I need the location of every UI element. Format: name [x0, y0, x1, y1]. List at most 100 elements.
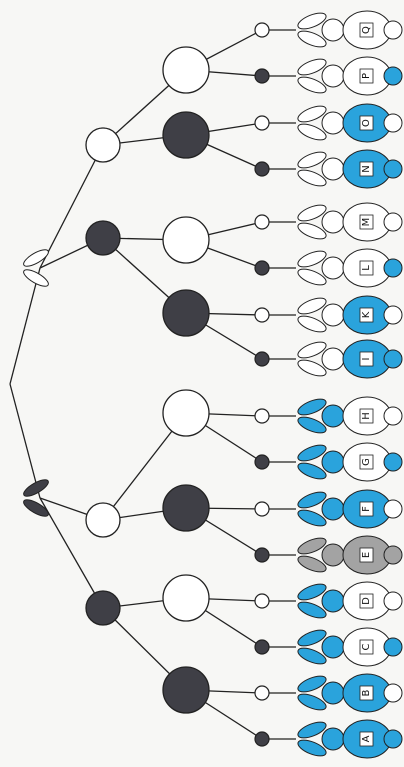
rabbit-label-box [359, 593, 374, 609]
rabbit-label: Q [361, 26, 372, 34]
light-node [162, 216, 210, 264]
light-node [254, 214, 270, 230]
rabbit-label-box [359, 115, 374, 131]
rabbit: P [297, 56, 403, 96]
rabbit: D [297, 581, 403, 621]
rabbit-head [321, 18, 345, 42]
rabbit-ear [297, 268, 327, 286]
rabbit-ear [297, 491, 327, 509]
rabbit-ear [297, 739, 327, 757]
rabbit-label: N [361, 165, 372, 172]
rabbit-label: D [361, 597, 372, 605]
rabbit-head [321, 450, 345, 474]
rabbit: H [297, 396, 403, 436]
rabbit-ear [297, 30, 327, 48]
rabbit-ear [297, 204, 327, 222]
light-node [162, 574, 210, 622]
light-node [254, 307, 270, 323]
rabbit-head [321, 635, 345, 659]
rabbit-ear [297, 629, 327, 647]
rabbit-head [321, 404, 345, 428]
ear [23, 499, 49, 517]
rabbit-tail [383, 20, 403, 40]
light-node [254, 115, 270, 131]
rabbit-ear [297, 675, 327, 693]
light-node [85, 502, 121, 538]
rabbit-tail [383, 159, 403, 179]
rabbit-tail [383, 683, 403, 703]
rabbit-label-box [359, 22, 374, 38]
light-node [162, 389, 210, 437]
dark-node [254, 260, 270, 276]
rabbit-tail [383, 591, 403, 611]
rabbit-head [321, 256, 345, 280]
rabbit-label: O [361, 119, 372, 127]
rabbit-tail [383, 258, 403, 278]
rabbit-head [321, 64, 345, 88]
rabbit: C [297, 627, 403, 667]
ear [23, 269, 49, 287]
rabbit-ear [297, 341, 327, 359]
edge [39, 497, 104, 609]
rabbit-tail [383, 406, 403, 426]
light-node [254, 593, 270, 609]
rabbit-ear [297, 250, 327, 268]
rabbit-ear [297, 169, 327, 187]
dark-node [162, 111, 210, 159]
light-node [254, 22, 270, 38]
edge [9, 267, 41, 385]
rabbit-ear [297, 359, 327, 377]
rabbit-label: L [361, 265, 372, 271]
rabbit-label-box [359, 214, 374, 230]
rabbit-ear [297, 647, 327, 665]
rabbit-label-box [359, 307, 374, 323]
tree-edges [9, 29, 296, 740]
rabbit-ear [297, 462, 327, 480]
dark-node [254, 731, 270, 747]
rabbit: L [297, 248, 403, 288]
dark-ears-node [23, 479, 49, 517]
dark-node [162, 484, 210, 532]
dark-node [85, 590, 121, 626]
rabbit-ear [297, 76, 327, 94]
rabbit-label: B [361, 689, 372, 696]
edge [9, 383, 41, 499]
rabbit-head [321, 347, 345, 371]
rabbit-label-box [359, 685, 374, 701]
rabbit-ear [297, 601, 327, 619]
rabbit-tail [383, 452, 403, 472]
rabbit-label-box [359, 68, 374, 84]
rabbit-head [321, 111, 345, 135]
rabbit-tail [383, 637, 403, 657]
light-node [254, 685, 270, 701]
ear [23, 249, 49, 267]
rabbit-label-box [359, 161, 374, 177]
rabbit-ear [297, 398, 327, 416]
rabbit-label: E [361, 552, 372, 558]
rabbit-label-box [359, 260, 374, 276]
rabbit-label-box [359, 639, 374, 655]
rabbit-head [321, 727, 345, 751]
light-node [85, 127, 121, 163]
rabbit-ear [297, 693, 327, 711]
rabbit-label-box [359, 731, 374, 747]
light-node [254, 501, 270, 517]
rabbit-head [321, 303, 345, 327]
rabbit: B [297, 673, 403, 713]
rabbit-ear [297, 509, 327, 527]
rabbit: E [297, 535, 403, 575]
rabbit-head [321, 497, 345, 521]
rabbit-ear [297, 58, 327, 76]
rabbit-label: F [361, 506, 372, 512]
dark-node [254, 547, 270, 563]
rabbit: G [297, 442, 403, 482]
rabbit-ear [297, 537, 327, 555]
rabbit-label-box [359, 351, 374, 367]
rabbit: F [297, 489, 403, 529]
rabbit-ear [297, 555, 327, 573]
rabbit-head [321, 157, 345, 181]
rabbit-label: I [361, 358, 372, 361]
rabbit-ear [297, 151, 327, 169]
